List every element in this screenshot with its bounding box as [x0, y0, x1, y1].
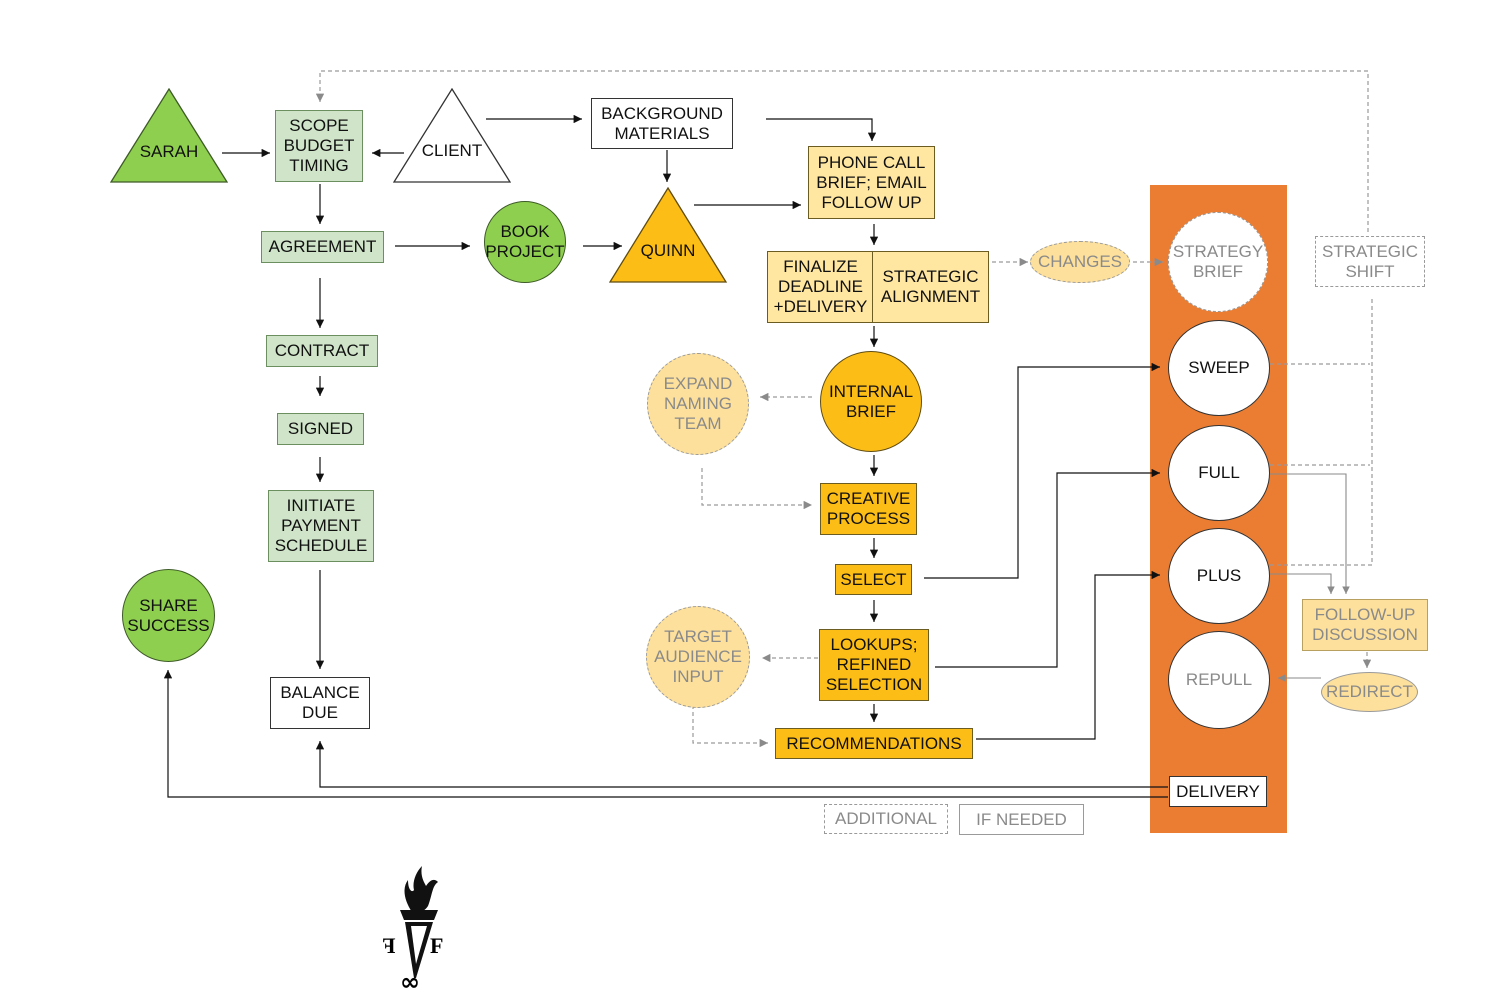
dashed-target-to-recommendations — [692, 705, 768, 748]
logo-infinity: ∞ — [400, 968, 420, 996]
sarah-triangle: SARAH — [110, 88, 228, 183]
legend-additional: ADDITIONAL — [824, 804, 948, 834]
internal-brief-circle: INTERNAL BRIEF — [820, 351, 922, 452]
select-box: SELECT — [835, 564, 912, 595]
full-circle: FULL — [1168, 425, 1270, 521]
logo-right-letter: F — [430, 933, 444, 958]
target-audience-circle: TARGET AUDIENCE INPUT — [646, 606, 750, 708]
gray-plus-to-followup-a — [1270, 573, 1335, 594]
changes-oval: CHANGES — [1030, 241, 1130, 283]
finalize-deadline-box: FINALIZE DEADLINE +DELIVERY — [767, 251, 874, 323]
sarah-label: SARAH — [139, 142, 199, 161]
repull-circle: REPULL — [1168, 631, 1270, 729]
quinn-triangle: QUINN — [609, 187, 727, 283]
delivery-box: DELIVERY — [1169, 776, 1267, 807]
background-materials-box: BACKGROUND MATERIALS — [591, 98, 733, 149]
initiate-payment-box: INITIATE PAYMENT SCHEDULE — [268, 490, 374, 562]
plus-circle: PLUS — [1168, 528, 1270, 624]
arrow-delivery-to-balance — [315, 741, 1168, 788]
dashed-plus-to-shift — [1270, 296, 1373, 566]
strategic-alignment-box: STRATEGIC ALIGNMENT — [872, 251, 989, 323]
client-label: CLIENT — [421, 141, 483, 160]
balance-due-box: BALANCE DUE — [270, 677, 370, 729]
arrow-recommendations-to-plus — [976, 570, 1160, 740]
contract-box: CONTRACT — [266, 335, 378, 367]
phone-call-box: PHONE CALL BRIEF; EMAIL FOLLOW UP — [808, 146, 935, 219]
arrow-background-to-phone — [766, 118, 877, 141]
follow-up-discussion-box: FOLLOW-UP DISCUSSION — [1302, 599, 1428, 651]
gray-full-to-followup-b — [1270, 473, 1350, 594]
signed-box: SIGNED — [277, 413, 364, 445]
torch-logo: F F ∞ — [378, 860, 450, 996]
torch-icon — [400, 866, 438, 978]
arrow-select-to-sweep — [924, 362, 1160, 579]
legend-if-needed: IF NEEDED — [959, 804, 1084, 835]
sweep-circle: SWEEP — [1168, 320, 1270, 416]
expand-naming-team-circle: EXPAND NAMING TEAM — [647, 353, 749, 455]
logo-left-letter: F — [382, 933, 396, 958]
arrow-delivery-to-share — [163, 670, 1168, 798]
book-project-circle: BOOK PROJECT — [484, 201, 566, 283]
dashed-expand-to-creative — [701, 468, 812, 510]
client-triangle: CLIENT — [393, 88, 511, 183]
redirect-oval: REDIRECT — [1321, 672, 1418, 712]
dashed-shift-to-scope — [315, 70, 1369, 232]
quinn-label: QUINN — [640, 241, 696, 260]
scope-budget-timing-box: SCOPE BUDGET TIMING — [275, 110, 363, 182]
strategy-brief-circle: STRATEGY BRIEF — [1168, 212, 1268, 312]
share-success-circle: SHARE SUCCESS — [122, 569, 215, 662]
agreement-box: AGREEMENT — [261, 231, 384, 263]
creative-process-box: CREATIVE PROCESS — [820, 483, 917, 535]
strategic-shift-box: STRATEGIC SHIFT — [1315, 236, 1425, 287]
arrow-lookups-to-full — [935, 468, 1160, 668]
recommendations-box: RECOMMENDATIONS — [775, 728, 973, 759]
lookups-box: LOOKUPS; REFINED SELECTION — [819, 629, 929, 701]
